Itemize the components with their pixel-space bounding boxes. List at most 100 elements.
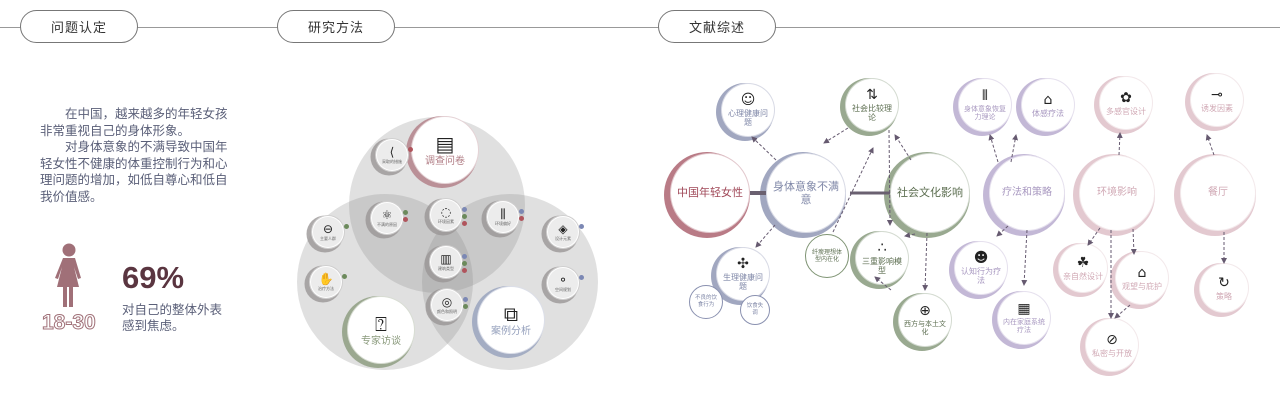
connector-arrow xyxy=(894,134,912,161)
connector-arrow xyxy=(1205,134,1215,156)
node-label: 多感官设计 xyxy=(1106,106,1146,116)
category-dots xyxy=(579,275,584,280)
node-method: ⧉案例分析 xyxy=(477,286,545,354)
step-methods[interactable]: 研究方法 xyxy=(277,10,395,43)
node-method: ▤调查问卷 xyxy=(411,116,479,184)
rings-icon: ◎ xyxy=(441,295,453,310)
node-label: 调查问卷 xyxy=(425,156,465,167)
connector-arrow xyxy=(1130,228,1137,255)
node-review: ⌂观望与庇护 xyxy=(1115,251,1169,305)
node-label: 不满的原因 xyxy=(377,221,397,227)
node-label: 三重影响模型 xyxy=(862,256,902,276)
step-problem[interactable]: 问题认定 xyxy=(20,10,138,43)
node-icon: ⌂ xyxy=(1137,264,1147,281)
node-label: 建筑类型 xyxy=(438,265,454,271)
node-review: 中国年轻女性 xyxy=(670,153,750,233)
node-label: 认知行为疗法 xyxy=(961,266,1001,286)
node-review: 环境影响 xyxy=(1079,155,1155,231)
age-range: 18-30 xyxy=(42,311,97,335)
node-label: 疗法和策略 xyxy=(1002,187,1052,198)
node-review: 身体意象不满意 xyxy=(766,153,846,233)
node-method-sub: ✋治疗方法 xyxy=(309,265,347,299)
node-label: 私密与开放 xyxy=(1092,348,1132,358)
connector-arrow xyxy=(751,136,777,161)
node-method-sub: ◈设计元素 xyxy=(546,215,584,249)
node-label: 案例分析 xyxy=(491,326,531,337)
node-label: 专家访谈 xyxy=(361,336,401,347)
node-icon: ∴ xyxy=(877,240,887,256)
connector-arrow xyxy=(1114,304,1131,319)
percent-stat: 69% xyxy=(122,260,185,295)
node-label: 社会比较理论 xyxy=(852,103,892,123)
sliders-icon: ⫼ xyxy=(500,207,506,222)
node-review: ☘亲自然设计 xyxy=(1058,243,1108,293)
connector-arrow xyxy=(1021,229,1028,286)
node-method-sub: ⫼环境偏好 xyxy=(486,200,524,234)
connector-arrow xyxy=(904,232,916,238)
node-label: 治疗方法 xyxy=(318,285,334,291)
node-label: 环境影响 xyxy=(1097,187,1137,198)
node-review: ☺心理健康问题 xyxy=(721,83,775,137)
node-label: 身体意象不满意 xyxy=(773,179,839,206)
category-dots xyxy=(462,207,467,226)
node-label: 空间规划 xyxy=(555,286,571,292)
node-label: 主要人群 xyxy=(320,235,336,241)
node-label: 环境偏好 xyxy=(495,220,511,226)
node-review: ▦内在家庭系统疗法 xyxy=(997,291,1051,345)
node-label: 颜色和照明 xyxy=(437,308,457,314)
node-review: 不良的饮食行为 xyxy=(689,285,723,319)
paragraph: 对身体意象的不满导致中国年轻女性不健康的体重控制行为和心理问题的增加，如低自尊心… xyxy=(40,139,228,204)
node-method-sub: ⚛不满的原因 xyxy=(370,201,408,235)
connector-arrow xyxy=(1087,227,1101,246)
branch-icon: ⟨ xyxy=(389,145,395,160)
woman-icon xyxy=(55,243,81,307)
node-label: 观望与庇护 xyxy=(1122,281,1162,291)
node-method-sub: ▥建筑类型 xyxy=(429,245,467,279)
node-icon: ☻ xyxy=(973,250,989,266)
node-review: ☻认知行为疗法 xyxy=(954,241,1008,295)
node-icon: ⊕ xyxy=(919,303,931,320)
node-review: ⇅社会比较理论 xyxy=(845,78,899,132)
node-icon: ⫴ xyxy=(982,88,988,105)
node-label: 体感疗法 xyxy=(1032,108,1064,118)
node-label: 饮食失调 xyxy=(746,303,764,316)
node-label: 策略 xyxy=(1216,291,1232,301)
node-label: 餐厅 xyxy=(1208,187,1228,198)
node-label: 采取的措施 xyxy=(382,158,402,164)
problem-text: 在中国，越来越多的年轻女孩非常重视自己的身体形象。 对身体意象的不满导致中国年轻… xyxy=(40,106,232,205)
node-icon: ⇅ xyxy=(866,87,878,103)
node-review: 餐厅 xyxy=(1180,155,1256,231)
hand-icon: ✋ xyxy=(318,272,334,287)
node-icon: ☘ xyxy=(1076,254,1090,271)
node-review: ⫴身体意象恢复力理论 xyxy=(958,78,1012,132)
category-dots xyxy=(462,254,467,273)
step-review[interactable]: 文献综述 xyxy=(658,10,776,43)
connector-arrow xyxy=(886,129,893,226)
chat-question-icon: ⍰ xyxy=(375,312,387,336)
node-label: 诱发因素 xyxy=(1201,103,1233,113)
category-dots xyxy=(579,224,584,229)
squares-icon: ⧉ xyxy=(503,302,519,326)
node-label: 心理健康问题 xyxy=(728,108,768,128)
connector-arrow xyxy=(755,224,776,248)
building-icon: ▥ xyxy=(440,252,452,267)
layers-icon: ◈ xyxy=(558,222,568,237)
node-icon: ↻ xyxy=(1218,274,1230,291)
category-dots xyxy=(408,147,413,152)
node-method-sub: ◌环境因素 xyxy=(429,198,467,232)
node-review: ↻策略 xyxy=(1199,263,1249,313)
network-icon: ⚬ xyxy=(557,273,569,288)
node-label: 社会文化影响 xyxy=(897,186,963,200)
node-method-sub: ⊖主要人群 xyxy=(311,215,349,249)
node-label: 亲自然设计 xyxy=(1063,271,1103,281)
category-dots xyxy=(403,210,408,222)
node-label: 设计元素 xyxy=(555,235,571,241)
category-dots xyxy=(342,274,347,279)
node-icon: ✿ xyxy=(1120,89,1132,106)
node-icon: ▦ xyxy=(1017,301,1031,318)
node-review: ⊘私密与开放 xyxy=(1085,318,1139,372)
node-label: 纤瘦理想体型内在化 xyxy=(811,248,842,263)
node-review: 饮食失调 xyxy=(740,295,770,325)
node-icon: ⊸ xyxy=(1211,86,1223,103)
category-dots xyxy=(344,224,349,229)
